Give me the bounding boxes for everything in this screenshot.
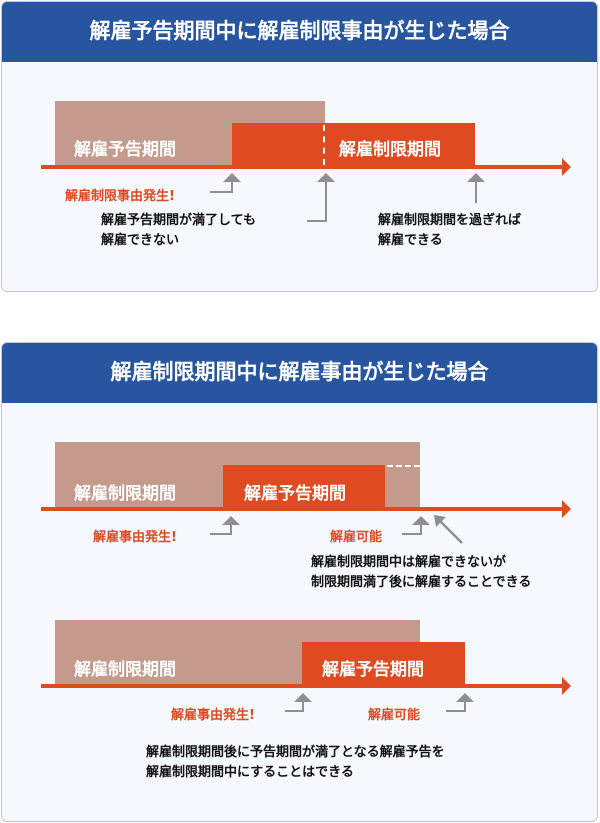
event-leader-vertical	[231, 180, 233, 193]
timeline-arrowhead-icon	[562, 158, 571, 176]
timeline-arrowhead-icon	[562, 500, 571, 518]
note-dismiss-after-restriction: 解雇制限期間中は解雇できないが 制限期間満了後に解雇することできる	[311, 553, 531, 593]
event-leader-vertical	[230, 523, 232, 535]
notice-end-leader-line	[307, 220, 327, 222]
notice-period-label: 解雇予告期間	[322, 660, 424, 680]
restriction-period-label: 解雇制限期間	[74, 484, 176, 504]
timeline-axis	[41, 507, 563, 511]
event-label: 解雇事由発生!	[171, 708, 255, 723]
note-line: 解雇できる	[378, 233, 443, 248]
restriction-end-leader	[475, 180, 477, 203]
panel-notice-then-restriction: 解雇予告期間中に解雇制限事由が生じた場合 解雇予告期間 解雇制限期間 解雇制限事…	[1, 1, 598, 292]
event-label: 解雇事由発生!	[93, 530, 177, 545]
note-can-dismiss: 解雇制限期間を過ぎれば 解雇できる	[378, 211, 521, 251]
note-line: 制限期間満了後に解雇することできる	[311, 575, 532, 590]
possible-label: 解雇可能	[368, 708, 421, 723]
event-leader-line	[210, 533, 232, 535]
restriction-period-bar	[232, 123, 475, 167]
panel-restriction-then-notice: 解雇制限期間中に解雇事由が生じた場合 解雇制限期間 解雇予告期間 解雇事由発生!…	[1, 342, 598, 822]
notice-period-label: 解雇予告期間	[74, 140, 176, 160]
restriction-period-label: 解雇制限期間	[339, 140, 441, 160]
diagonal-arrow-icon	[434, 515, 463, 544]
up-arrow-icon	[467, 173, 485, 182]
restriction-period-label: 解雇制限期間	[74, 660, 176, 680]
up-arrow-icon	[412, 516, 430, 525]
notice-end-leader-vertical	[325, 180, 327, 222]
up-arrow-icon	[222, 516, 240, 525]
possible-leader-vertical	[464, 700, 466, 712]
up-arrow-icon	[317, 173, 335, 182]
event-leader-line	[285, 710, 304, 712]
possible-leader-line	[402, 533, 422, 535]
event-leader-line	[210, 191, 232, 193]
panel-title: 解雇予告期間中に解雇制限事由が生じた場合	[2, 2, 597, 62]
notice-period-bar	[223, 465, 385, 508]
up-arrow-icon	[223, 173, 241, 182]
notice-end-marker	[323, 125, 325, 165]
note-line: 解雇予告期間が満了しても	[101, 213, 256, 228]
notice-extension-marker	[387, 465, 420, 467]
timeline-axis	[41, 684, 563, 688]
event-label: 解雇制限事由発生!	[65, 189, 175, 204]
panel-title: 解雇制限期間中に解雇事由が生じた場合	[2, 343, 597, 403]
note-line: 解雇制限期間中は解雇できないが	[311, 555, 507, 570]
up-arrow-icon	[294, 693, 312, 702]
note-cannot-dismiss: 解雇予告期間が満了しても 解雇できない	[101, 211, 256, 251]
timeline-axis	[41, 165, 563, 169]
note-notice-allowed: 解雇制限期間後に予告期間が満了となる解雇予告を 解雇制限期間中にすることはできる	[146, 743, 445, 783]
notice-period-label: 解雇予告期間	[244, 484, 346, 504]
note-line: 解雇できない	[101, 233, 180, 248]
note-line: 解雇制限期間中にすることはできる	[146, 765, 354, 780]
event-leader-vertical	[302, 700, 304, 712]
possible-label: 解雇可能	[330, 530, 383, 545]
note-line: 解雇制限期間後に予告期間が満了となる解雇予告を	[146, 745, 445, 760]
possible-leader-line	[446, 710, 466, 712]
up-arrow-icon	[456, 693, 474, 702]
timeline-arrowhead-icon	[562, 677, 571, 695]
notice-period-bar	[302, 642, 465, 686]
possible-leader-vertical	[420, 523, 422, 535]
note-line: 解雇制限期間を過ぎれば	[378, 213, 522, 228]
